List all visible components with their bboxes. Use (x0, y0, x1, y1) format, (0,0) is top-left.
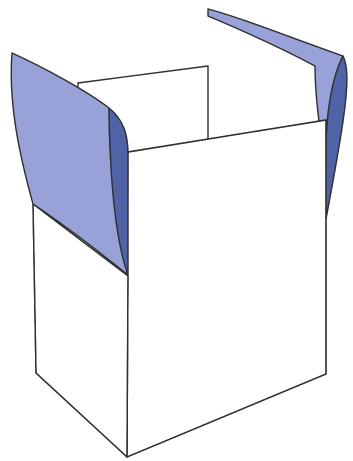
front-left-corner-edge (127, 276, 128, 457)
back-rim-edge (78, 66, 208, 83)
front-box-face (127, 120, 326, 457)
